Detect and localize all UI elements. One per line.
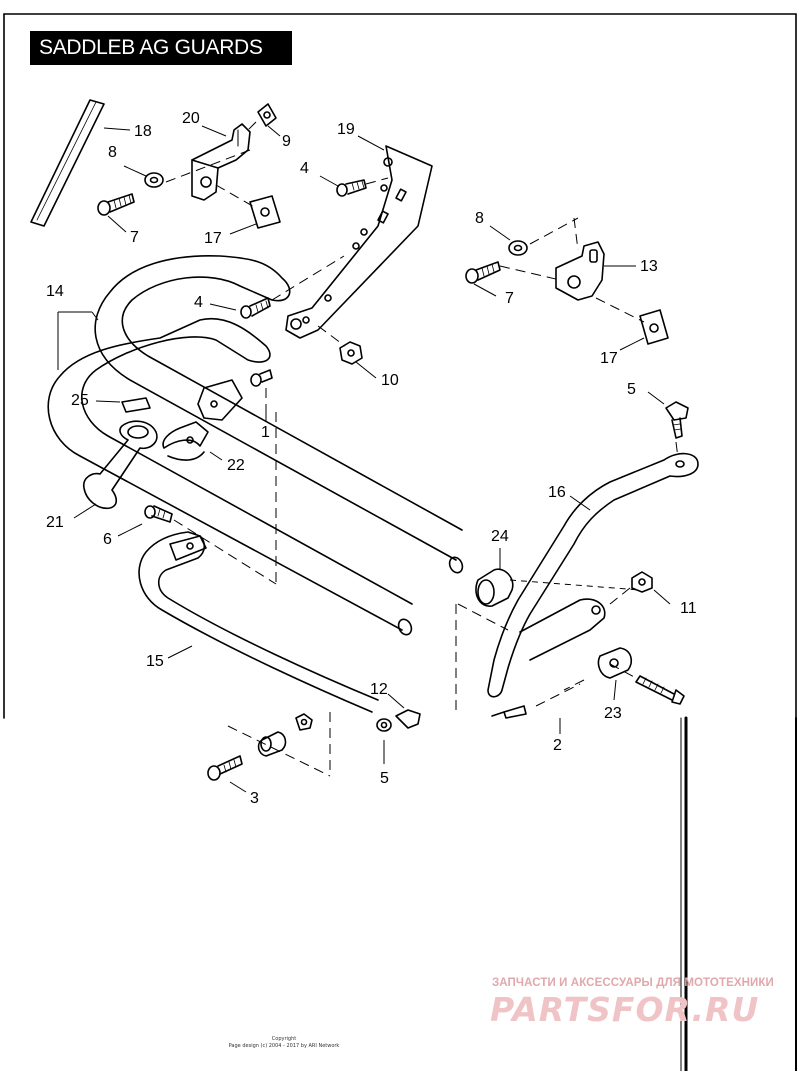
page-frame — [3, 13, 797, 1071]
copyright-note: Copyright Page design (c) 2004 - 2017 by… — [214, 1036, 354, 1050]
page-title: SADDLEB AG GUARDS — [30, 31, 292, 65]
part-11-nut — [631, 571, 653, 593]
part-7-bolt-right — [465, 261, 501, 284]
callout-13: 13 — [640, 258, 658, 275]
part-17-clip-nut — [249, 195, 281, 229]
part-16-support-arm — [487, 452, 699, 698]
assembly-lines — [165, 121, 679, 777]
part-14-guard-rails — [47, 254, 464, 636]
part-9-clip-nut — [257, 103, 277, 127]
part-8-washer-right — [508, 240, 528, 256]
part-23-block — [597, 647, 633, 679]
part-21-strut — [82, 420, 158, 510]
part-12-bolt — [395, 709, 421, 729]
part-17-clip-nut-right — [639, 309, 669, 345]
callout-5: 5 — [627, 381, 636, 398]
callout-24: 24 — [491, 528, 509, 545]
part-22-clamp — [162, 421, 209, 461]
callout-17-right: 17 — [600, 350, 618, 367]
callout-2: 2 — [553, 737, 562, 754]
part-4-bolt-middle — [240, 297, 271, 319]
callout-8-right: 8 — [475, 210, 484, 227]
part-5-bolt — [665, 401, 689, 439]
callout-4-middle: 4 — [194, 294, 203, 311]
callout-8: 8 — [108, 144, 117, 161]
callout-9: 9 — [282, 133, 291, 150]
callout-19: 19 — [337, 121, 355, 138]
callout-12: 12 — [370, 681, 388, 698]
callout-6: 6 — [103, 531, 112, 548]
long-bolt — [635, 675, 685, 705]
callout-16: 16 — [548, 484, 566, 501]
callout-18: 18 — [134, 123, 152, 140]
part-8-washer — [144, 172, 164, 188]
callout-11: 11 — [680, 600, 697, 617]
callout-20: 20 — [182, 110, 200, 127]
callout-15: 15 — [146, 653, 164, 670]
leader-lines — [57, 125, 671, 793]
callout-10: 10 — [381, 372, 399, 389]
part-7-bolt — [97, 193, 135, 216]
part-20-bracket — [191, 123, 251, 201]
part-18-trim-strip — [30, 99, 105, 227]
part-4-bolt — [336, 179, 367, 197]
part-6-bolt — [144, 505, 173, 523]
callout-25: 25 — [71, 392, 89, 409]
clamp-upper — [197, 379, 243, 421]
part-24-spacer — [475, 568, 514, 607]
callout-3: 3 — [250, 790, 259, 807]
bolt-lower-right — [491, 705, 527, 719]
nut-lower — [295, 713, 313, 731]
watermark-logo: PARTSFOR.RU — [490, 990, 760, 1029]
part-1-bolt — [250, 369, 273, 387]
callout-7: 7 — [130, 229, 139, 246]
callout-5-lower: 5 — [380, 770, 389, 787]
callout-7-right: 7 — [505, 290, 514, 307]
callout-21: 21 — [46, 514, 64, 531]
spacer-lower — [257, 731, 287, 757]
part-10-nut — [339, 341, 363, 365]
copyright-line-1: Copyright — [271, 1036, 297, 1042]
part-19-mounting-bracket — [285, 145, 433, 339]
watermark-tagline: ЗАПЧАСТИ И АКСЕССУАРЫ ДЛЯ МОТОТЕХНИКИ — [492, 977, 774, 989]
callout-22: 22 — [227, 457, 245, 474]
part-25-pad — [121, 397, 151, 413]
callout-4: 4 — [300, 160, 309, 177]
part-3-bolt — [207, 755, 243, 781]
copyright-line-2: Page design (c) 2004 - 2017 by ARI Netwo… — [228, 1043, 340, 1049]
callout-23: 23 — [604, 705, 622, 722]
callout-17: 17 — [204, 230, 222, 247]
part-13-bracket — [555, 241, 605, 301]
part-15-lower-guard — [138, 531, 379, 713]
callout-1: 1 — [261, 424, 270, 441]
part-5-bolt-lower — [376, 718, 392, 732]
callout-14: 14 — [46, 283, 64, 300]
